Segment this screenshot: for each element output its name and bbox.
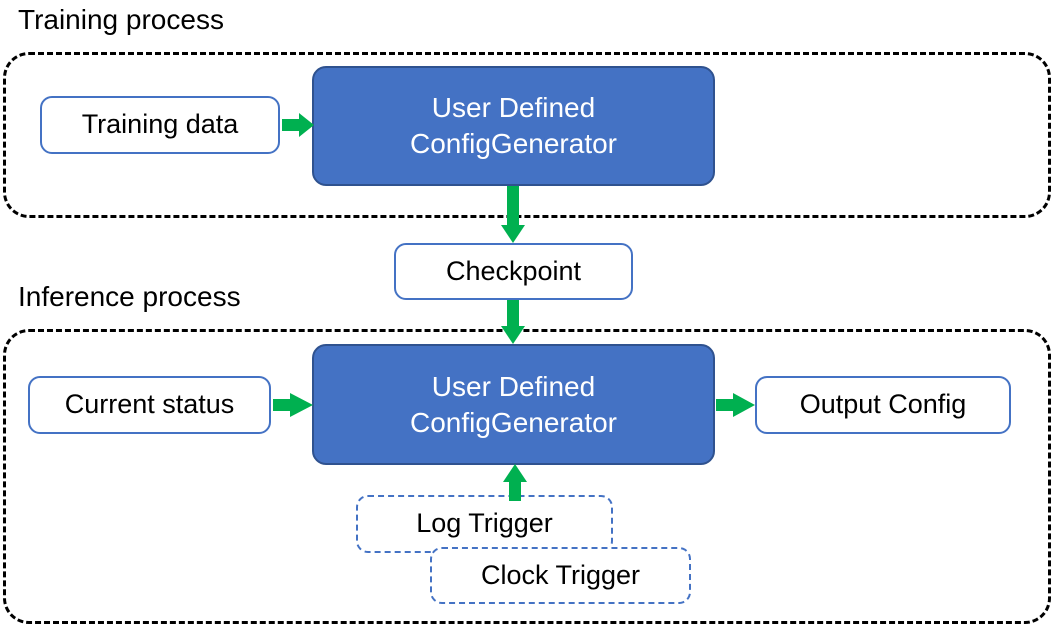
node-training-data[interactable]: Training data (40, 96, 280, 154)
node-generator-inference-line1: User Defined (431, 370, 596, 402)
node-user-defined-config-generator-training[interactable]: User Defined ConfigGenerator (312, 66, 715, 186)
node-checkpoint[interactable]: Checkpoint (394, 243, 633, 300)
node-generator-training-line1: User Defined (431, 92, 596, 124)
node-current-status-label: Current status (64, 389, 235, 420)
node-output-config[interactable]: Output Config (755, 376, 1011, 434)
node-current-status[interactable]: Current status (28, 376, 271, 434)
training-process-caption: Training process (18, 4, 224, 35)
node-clock-trigger[interactable]: Clock Trigger (430, 547, 691, 604)
inference-process-caption: Inference process (18, 281, 241, 312)
node-clock-trigger-label: Clock Trigger (480, 559, 641, 590)
node-generator-inference-line2: ConfigGenerator (409, 406, 617, 438)
node-generator-training-line2: ConfigGenerator (409, 128, 617, 159)
node-log-trigger[interactable]: Log Trigger (356, 495, 613, 553)
node-checkpoint-label: Checkpoint (445, 255, 582, 286)
node-log-trigger-label: Log Trigger (416, 508, 553, 539)
inference-process-container (3, 329, 1051, 624)
node-user-defined-config-generator-inference[interactable]: User Defined ConfigGenerator (312, 344, 715, 465)
node-output-config-label: Output Config (799, 389, 967, 420)
node-training-data-label: Training data (81, 109, 239, 140)
training-process-container (3, 52, 1051, 218)
